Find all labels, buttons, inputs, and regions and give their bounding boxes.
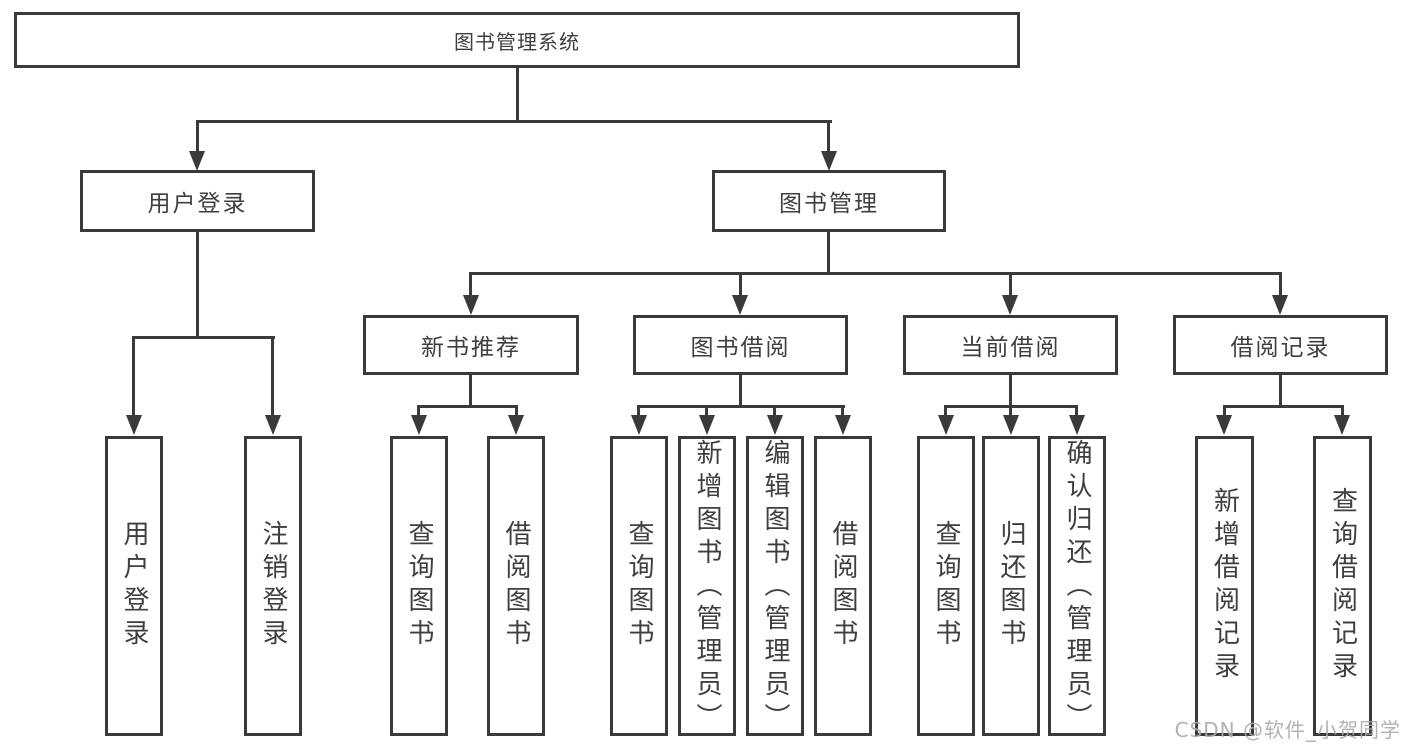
- arrowhead-down-icon: [463, 295, 479, 315]
- leaf-records-query-borrow-record: 查询借阅记录: [1313, 436, 1372, 736]
- node-book-management-label: 图书管理: [779, 191, 879, 217]
- leaf-recommend-query-books: 查询图书: [390, 436, 448, 736]
- connector-line: [1009, 272, 1012, 297]
- connector-line: [827, 230, 830, 272]
- connector-line: [944, 405, 947, 417]
- node-borrowing-records: 借阅记录: [1173, 315, 1388, 375]
- arrowhead-down-icon: [732, 295, 748, 315]
- node-new-book-recommendation: 新书推荐: [363, 315, 579, 375]
- leaf-user-login: 用户登录: [105, 436, 163, 736]
- leaf-current-query-books: 查询图书: [917, 436, 975, 736]
- connector-line: [1075, 405, 1078, 417]
- connector-line: [739, 373, 742, 405]
- node-new-book-recommendation-label: 新书推荐: [421, 335, 521, 361]
- connector-line: [1341, 405, 1344, 417]
- leaf-current-confirm-return-admin-label: 确认归还（管理员）: [1062, 439, 1092, 736]
- connector-line: [637, 405, 845, 408]
- leaf-borrowing-add-books-admin-label: 新增图书（管理员）: [692, 439, 722, 736]
- connector-line: [417, 405, 420, 417]
- connector-line: [196, 120, 199, 153]
- node-book-management: 图书管理: [712, 170, 946, 232]
- node-user-login-label: 用户登录: [147, 191, 248, 217]
- node-book-borrowing-label: 图书借阅: [690, 335, 791, 361]
- node-borrowing-records-label: 借阅记录: [1230, 335, 1331, 361]
- leaf-records-add-borrow-record-label: 新增借阅记录: [1209, 487, 1240, 685]
- arrowhead-down-icon: [1334, 415, 1350, 435]
- connector-line: [841, 405, 844, 417]
- arrowhead-down-icon: [699, 415, 715, 435]
- arrowhead-down-icon: [821, 151, 837, 171]
- connector-line: [469, 272, 1282, 275]
- connector-line: [705, 405, 708, 417]
- arrowhead-down-icon: [835, 415, 851, 435]
- arrowhead-down-icon: [1002, 295, 1018, 315]
- leaf-current-confirm-return-admin: 确认归还（管理员）: [1048, 436, 1106, 736]
- arrowhead-down-icon: [411, 415, 427, 435]
- connector-line: [1279, 272, 1282, 297]
- connector-line: [1279, 373, 1282, 405]
- connector-line: [516, 66, 519, 120]
- arrowhead-down-icon: [189, 151, 205, 171]
- arrowhead-down-icon: [938, 415, 954, 435]
- connector-line: [739, 272, 742, 297]
- arrowhead-down-icon: [1216, 415, 1232, 435]
- leaf-current-return-books-label: 归还图书: [996, 520, 1026, 652]
- connector-line: [773, 405, 776, 417]
- leaf-records-query-borrow-record-label: 查询借阅记录: [1327, 487, 1358, 685]
- connector-line: [469, 272, 472, 297]
- node-root: 图书管理系统: [14, 12, 1020, 68]
- csdn-watermark: CSDN @软件_小贺同学: [1174, 718, 1401, 742]
- connector-line: [637, 405, 640, 417]
- connector-line: [1223, 405, 1344, 408]
- leaf-recommend-query-books-label: 查询图书: [404, 520, 434, 652]
- arrowhead-down-icon: [508, 415, 524, 435]
- arrowhead-down-icon: [1069, 415, 1085, 435]
- arrowhead-down-icon: [126, 415, 142, 435]
- arrowhead-down-icon: [631, 415, 647, 435]
- leaf-borrowing-borrow-books: 借阅图书: [814, 436, 872, 736]
- arrowhead-down-icon: [1272, 295, 1288, 315]
- leaf-borrowing-query-books-label: 查询图书: [624, 520, 654, 652]
- leaf-recommend-borrow-books: 借阅图书: [487, 436, 545, 736]
- leaf-current-return-books: 归还图书: [982, 436, 1040, 736]
- arrowhead-down-icon: [1003, 415, 1019, 435]
- connector-line: [1223, 405, 1226, 417]
- leaf-borrowing-edit-books-admin: 编辑图书（管理员）: [746, 436, 804, 736]
- node-current-borrowing-label: 当前借阅: [960, 335, 1061, 361]
- connector-line: [827, 120, 830, 153]
- node-book-borrowing: 图书借阅: [633, 315, 848, 375]
- arrowhead-down-icon: [265, 415, 281, 435]
- connector-line: [132, 336, 275, 339]
- leaf-borrowing-edit-books-admin-label: 编辑图书（管理员）: [760, 439, 790, 736]
- connector-line: [417, 405, 518, 408]
- leaf-borrowing-add-books-admin: 新增图书（管理员）: [678, 436, 736, 736]
- connector-line: [1009, 405, 1012, 417]
- connector-line: [271, 336, 274, 417]
- leaf-records-add-borrow-record: 新增借阅记录: [1195, 436, 1254, 736]
- leaf-recommend-borrow-books-label: 借阅图书: [501, 520, 531, 652]
- leaf-logout: 注销登录: [244, 436, 302, 736]
- connector-line: [1009, 373, 1012, 405]
- connector-line: [196, 230, 199, 336]
- leaf-current-query-books-label: 查询图书: [931, 520, 961, 652]
- node-root-label: 图书管理系统: [454, 29, 580, 54]
- leaf-borrowing-query-books: 查询图书: [610, 436, 668, 736]
- connector-line: [132, 336, 135, 417]
- connector-line: [469, 373, 472, 405]
- node-user-login: 用户登录: [80, 170, 315, 232]
- leaf-user-login-label: 用户登录: [119, 520, 149, 652]
- connector-line: [515, 405, 518, 417]
- connector-line: [196, 120, 832, 123]
- arrowhead-down-icon: [767, 415, 783, 435]
- leaf-logout-label: 注销登录: [258, 520, 288, 652]
- node-current-borrowing: 当前借阅: [903, 315, 1118, 375]
- leaf-borrowing-borrow-books-label: 借阅图书: [828, 520, 858, 652]
